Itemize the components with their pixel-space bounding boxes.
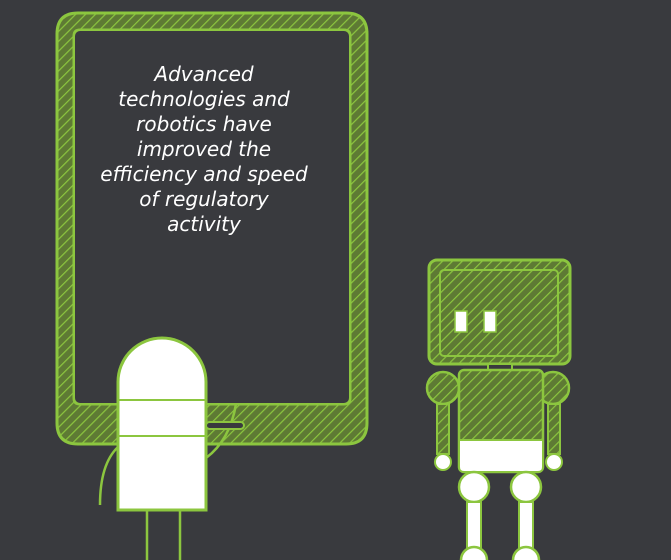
stylus bbox=[205, 421, 245, 430]
boxy-robot-hip-right bbox=[509, 470, 543, 504]
boxy-robot-illustration bbox=[425, 258, 572, 560]
boxy-robot-arm-right bbox=[547, 403, 561, 455]
tablet-caption: Advanced technologies and robotics have … bbox=[100, 62, 308, 236]
boxy-robot-head bbox=[427, 258, 572, 366]
dome-robot-arm-right bbox=[205, 403, 238, 459]
boxy-robot-leg-right bbox=[518, 501, 534, 549]
dome-robot-illustration bbox=[98, 336, 245, 560]
boxy-robot-eye-right bbox=[483, 310, 497, 333]
boxy-robot-shoulder-left bbox=[425, 370, 461, 406]
tablet-illustration bbox=[55, 11, 369, 446]
boxy-robot-hand-left bbox=[434, 453, 452, 471]
boxy-robot-arm-left bbox=[436, 403, 450, 455]
boxy-robot-foot-right bbox=[511, 545, 541, 560]
boxy-robot-hip-left bbox=[457, 470, 491, 504]
dome-robot-body bbox=[116, 336, 208, 512]
boxy-robot-leg-left bbox=[466, 501, 482, 549]
dome-robot-arm-left bbox=[98, 446, 119, 506]
tablet-screen bbox=[73, 29, 351, 405]
boxy-robot-hand-right bbox=[545, 453, 563, 471]
boxy-robot-torso-belly bbox=[460, 440, 542, 471]
boxy-robot-face bbox=[439, 269, 559, 357]
boxy-robot-foot-left bbox=[459, 545, 489, 560]
boxy-robot-eye-left bbox=[454, 310, 468, 333]
